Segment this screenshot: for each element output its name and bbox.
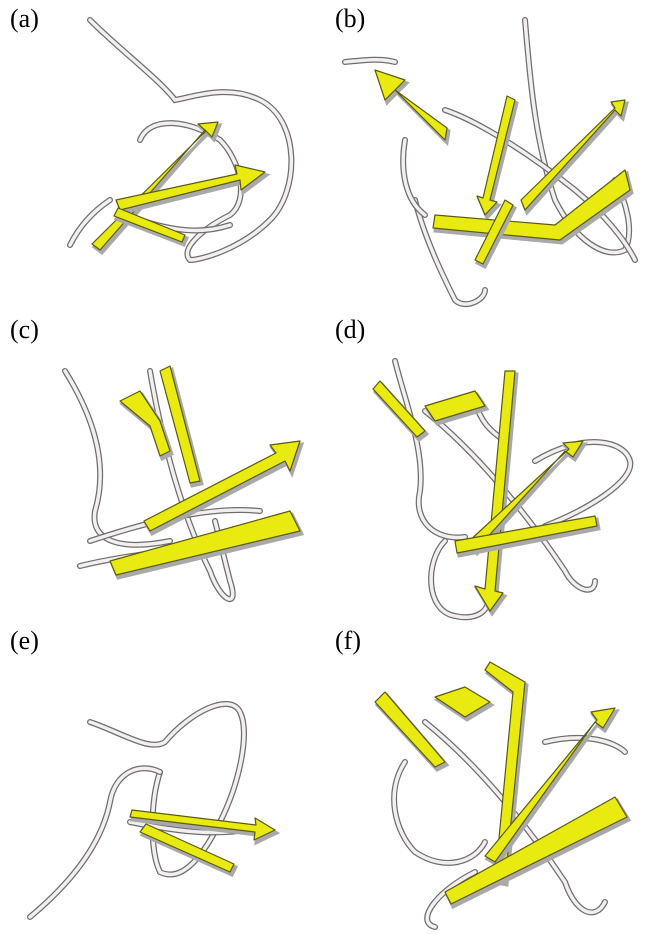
beta-strand-arrow — [375, 70, 447, 140]
panel-d: (d) — [325, 311, 650, 622]
beta-strands — [375, 662, 629, 907]
coil-loop — [345, 20, 635, 304]
beta-strand-arrow — [116, 165, 265, 210]
panel-b: (b) — [325, 0, 650, 311]
panel-a: (a) — [0, 0, 325, 311]
panel-c: (c) — [0, 311, 325, 622]
beta-strand-arrow — [373, 381, 425, 437]
panel-e: (e) — [0, 622, 325, 933]
beta-strand-arrow — [477, 96, 515, 215]
beta-strands — [92, 122, 267, 253]
protein-ribbon-d — [325, 311, 650, 622]
beta-strand-arrow — [160, 366, 200, 483]
coil-loop — [70, 20, 291, 260]
coil-core — [395, 361, 465, 538]
coil-core — [30, 768, 160, 917]
coil-loop — [30, 704, 260, 917]
protein-ribbon-f — [325, 622, 650, 933]
beta-strand-arrow — [445, 797, 627, 904]
protein-ribbon-c — [0, 311, 325, 622]
protein-ribbon-b — [325, 0, 650, 311]
protein-ribbon-a — [0, 0, 325, 311]
protein-ribbon-e — [0, 622, 325, 933]
beta-strands — [375, 70, 632, 267]
coil-core — [535, 442, 630, 526]
panel-f: (f) — [325, 622, 650, 933]
